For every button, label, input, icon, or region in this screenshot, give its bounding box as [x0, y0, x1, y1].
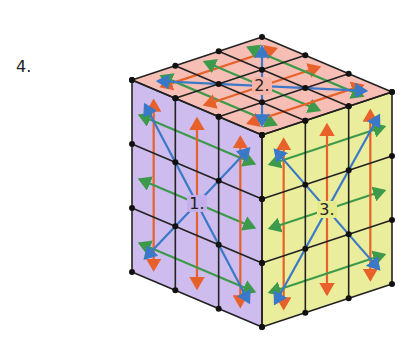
grid-dot: [259, 132, 265, 138]
grid-dot: [172, 159, 178, 165]
grid-line: [132, 80, 262, 135]
grid-dot: [172, 63, 178, 69]
grid-line: [219, 51, 349, 106]
grid-dot: [172, 223, 178, 229]
grid-dot: [216, 114, 222, 120]
grid-line: [132, 144, 262, 199]
grid-line: [262, 92, 392, 135]
grid-dot: [216, 48, 222, 54]
grid-dot: [129, 77, 135, 83]
move-arrow: [270, 255, 384, 293]
grid-dot: [216, 178, 222, 184]
grid-dot: [389, 281, 395, 287]
grid-dot: [129, 205, 135, 211]
grid-dot: [302, 182, 308, 188]
grid-dot: [302, 246, 308, 252]
grid-line: [305, 121, 307, 313]
move-arrow: [270, 191, 384, 229]
grid-dot: [302, 85, 308, 91]
grid-dot: [389, 153, 395, 159]
grid-dot: [129, 269, 135, 275]
grid-dot: [346, 167, 352, 173]
grid-dot: [259, 260, 265, 266]
grid-dot: [346, 295, 352, 301]
callout-number: 2.: [252, 77, 271, 95]
grid-dot: [259, 324, 265, 330]
grid-dot: [346, 71, 352, 77]
grid-dot: [216, 81, 222, 87]
grid-dot: [172, 95, 178, 101]
grid-line: [261, 135, 263, 327]
grid-dot: [129, 141, 135, 147]
right-face: [262, 92, 392, 327]
grid-dot: [216, 114, 222, 120]
grid-dot: [302, 52, 308, 58]
grid-dot: [216, 306, 222, 312]
grid-dot: [259, 196, 265, 202]
grid-line: [132, 208, 262, 263]
grid-line: [132, 272, 262, 327]
grid-dot: [259, 324, 265, 330]
grid-dot: [302, 118, 308, 124]
grid-line: [131, 80, 133, 272]
grid-line: [218, 117, 220, 309]
grid-line: [262, 284, 392, 327]
grid-line: [262, 156, 392, 199]
grid-dot: [259, 67, 265, 73]
callout-number: 4.: [14, 58, 33, 76]
grid-dot: [129, 77, 135, 83]
grid-dot: [259, 132, 265, 138]
grid-line: [132, 37, 262, 80]
move-arrow: [145, 105, 249, 303]
grid-dot: [259, 34, 265, 40]
move-arrow: [140, 179, 254, 227]
grid-dot: [346, 231, 352, 237]
move-arrow: [369, 111, 371, 280]
grid-dot: [389, 89, 395, 95]
grid-line: [391, 92, 393, 284]
grid-dot: [389, 217, 395, 223]
grid-line: [219, 74, 349, 117]
grid-dot: [346, 103, 352, 109]
grid-line: [261, 135, 263, 327]
grid-dot: [389, 89, 395, 95]
grid-dot: [302, 310, 308, 316]
grid-line: [348, 106, 350, 298]
grid-line: [175, 66, 305, 121]
grid-line: [175, 98, 177, 290]
grid-dot: [259, 132, 265, 138]
grid-dot: [259, 260, 265, 266]
grid-dot: [259, 196, 265, 202]
grid-line: [262, 37, 392, 92]
move-arrow: [275, 116, 379, 304]
grid-line: [175, 55, 305, 98]
callout-number: 3.: [317, 201, 336, 219]
grid-line: [262, 92, 392, 135]
grid-dot: [172, 287, 178, 293]
move-arrow: [145, 149, 249, 259]
grid-dot: [302, 118, 308, 124]
move-arrow: [275, 150, 379, 269]
grid-dot: [172, 95, 178, 101]
grid-dot: [346, 103, 352, 109]
grid-dot: [259, 99, 265, 105]
left-face: [132, 80, 262, 327]
grid-line: [262, 220, 392, 263]
callout-number: 1.: [187, 195, 206, 213]
move-arrow: [140, 243, 254, 291]
move-arrow: [239, 137, 241, 306]
grid-line: [132, 80, 262, 135]
grid-dot: [216, 242, 222, 248]
